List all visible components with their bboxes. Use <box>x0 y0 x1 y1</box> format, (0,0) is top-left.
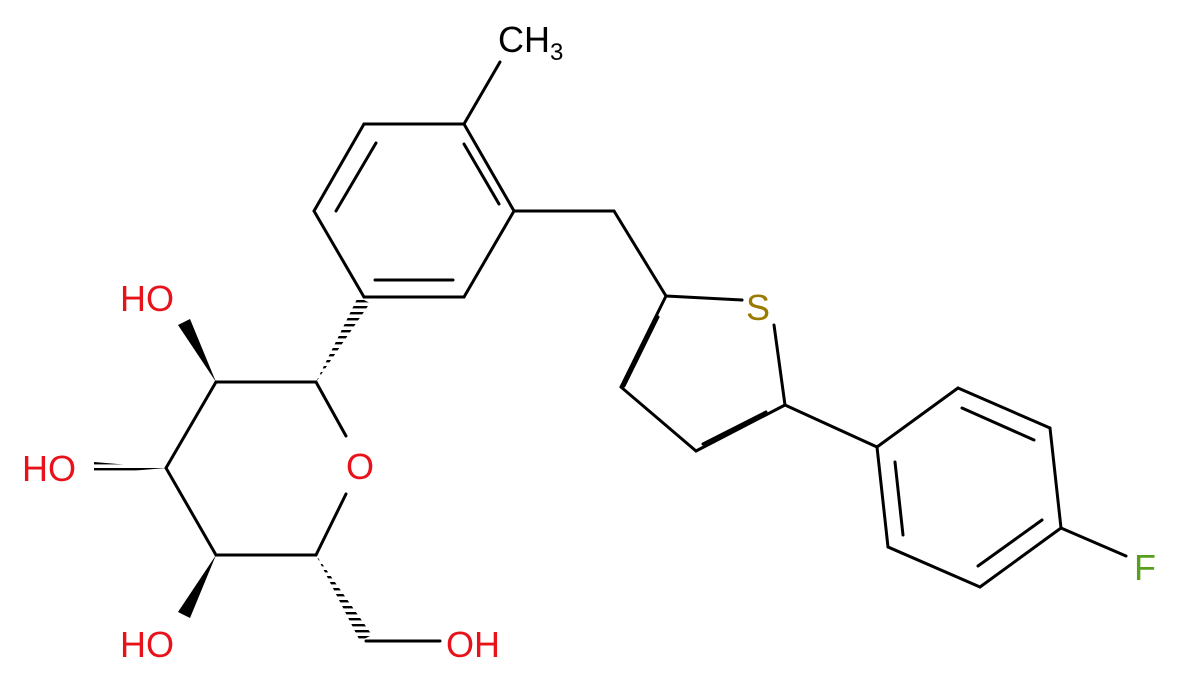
bond <box>164 380 218 470</box>
bond <box>1048 426 1063 530</box>
bond <box>886 545 982 589</box>
hydroxyl-c4-label: HO <box>120 624 174 665</box>
bond <box>664 294 744 302</box>
bond <box>612 209 668 298</box>
bond <box>462 60 502 126</box>
bond <box>960 406 1036 442</box>
bond <box>978 526 1063 589</box>
bond <box>875 445 890 549</box>
thiophene-ring <box>619 294 787 453</box>
bond <box>772 323 787 407</box>
bold-wedge-bond <box>178 555 216 618</box>
bond <box>462 122 516 213</box>
bond <box>164 466 218 557</box>
bond <box>334 141 378 213</box>
hydroxyl-c3-label: HO <box>22 448 76 489</box>
glucopyranose-ring <box>164 380 348 557</box>
bond <box>462 209 516 299</box>
fluorophenyl-ring <box>875 386 1063 589</box>
bond <box>1059 526 1128 558</box>
bold-wedge-bond <box>178 319 216 382</box>
hashed-wedge-bond <box>316 555 372 641</box>
bond <box>694 403 787 453</box>
bond <box>619 385 698 453</box>
bond <box>622 315 660 388</box>
hashed-wedge-bond <box>94 462 166 474</box>
bond <box>783 403 879 449</box>
hydroxyl-ch2-label: OH <box>446 624 500 665</box>
bond <box>701 410 768 446</box>
bond <box>462 142 501 206</box>
fluorine-atom-label: F <box>1134 547 1156 588</box>
bond <box>312 122 366 213</box>
bond <box>956 386 1052 430</box>
ring-oxygen-label: O <box>346 446 374 487</box>
bond <box>312 209 366 299</box>
bond <box>314 492 348 557</box>
hydroxyl-c2-label: HO <box>120 278 174 319</box>
sulfur-atom-label: S <box>746 287 770 328</box>
bond <box>893 460 905 537</box>
bond <box>619 294 668 389</box>
bond <box>314 380 348 438</box>
tolyl-ring <box>312 122 516 299</box>
bond <box>976 518 1044 568</box>
bond <box>875 386 960 449</box>
hashed-wedge-bond <box>316 297 370 382</box>
methyl-label: CH3 <box>498 19 563 66</box>
